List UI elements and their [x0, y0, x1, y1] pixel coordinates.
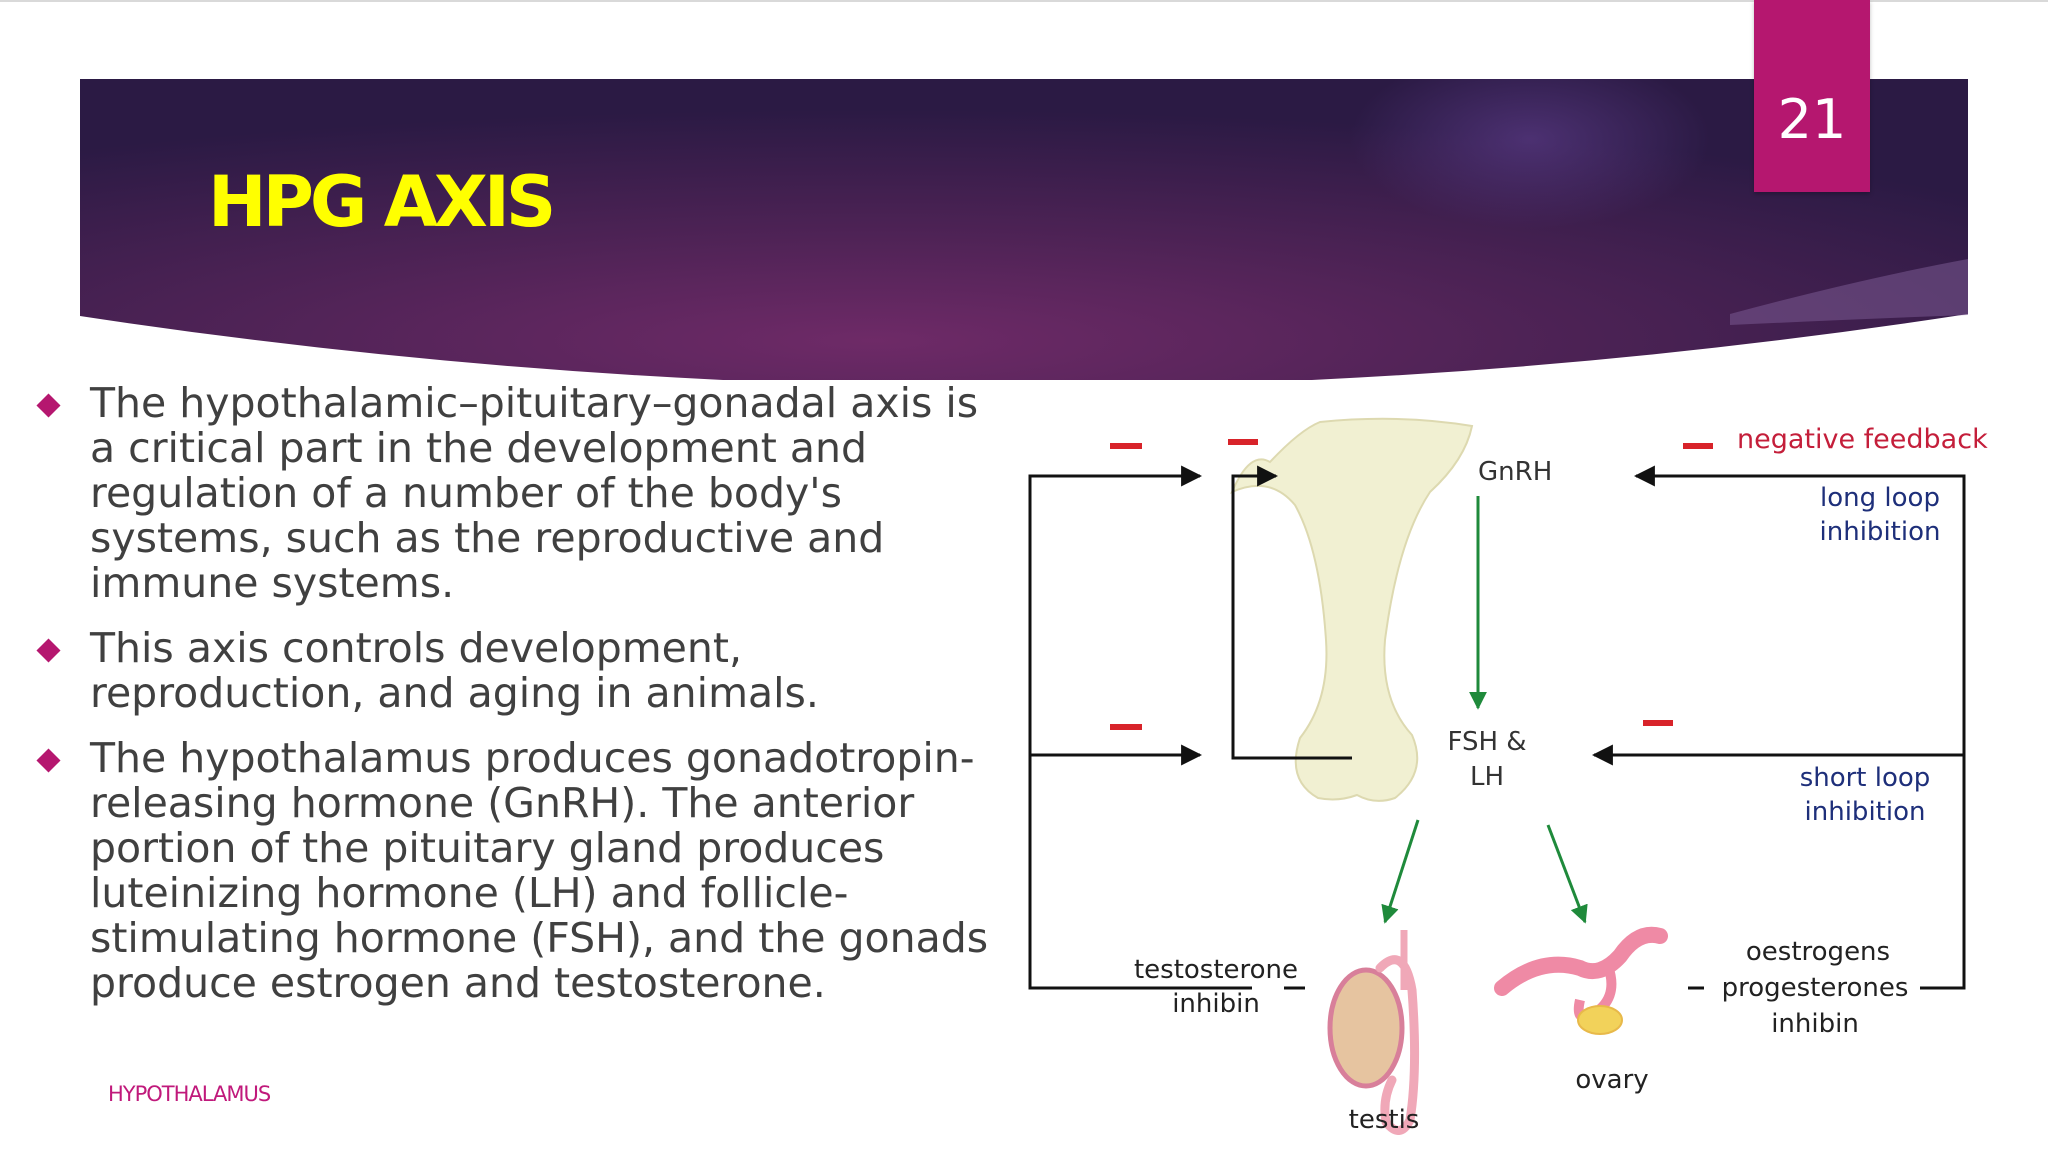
- to-testis-arrow: [1381, 819, 1420, 924]
- short-loop-label-line1: short loop: [1800, 763, 1931, 793]
- oestrogens-label: oestrogens: [1746, 937, 1890, 967]
- short-loop-left-line: [1231, 465, 1352, 760]
- page-number-box: 21: [1754, 0, 1870, 192]
- top-rule: [0, 0, 2048, 2]
- fsh-lh-label-line1: FSH &: [1447, 727, 1526, 757]
- bullet-text: The hypothalamus produces gonadotropin-r…: [90, 734, 989, 1007]
- testis-illustration: [1327, 930, 1420, 1135]
- bullet-item: The hypothalamic–pituitary–gonadal axis …: [30, 381, 1015, 606]
- progesterones-label: progesterones: [1722, 973, 1909, 1003]
- long-loop-right-line: [1633, 465, 1966, 990]
- bullet-list: The hypothalamic–pituitary–gonadal axis …: [30, 381, 1015, 1026]
- footer-label: HYPOTHALAMUS: [108, 1082, 271, 1106]
- title-banner: [80, 79, 1968, 380]
- diamond-bullet-icon: [36, 748, 61, 773]
- fsh-lh-label-line2: LH: [1470, 762, 1504, 792]
- negative-feedback-label: negative feedback: [1737, 424, 1988, 455]
- testosterone-label: testosterone: [1134, 955, 1298, 985]
- bullet-text: This axis controls development, reproduc…: [90, 624, 819, 717]
- gnrh-label: GnRH: [1478, 457, 1552, 487]
- long-loop-label-line1: long loop: [1820, 483, 1940, 513]
- page-number: 21: [1777, 88, 1847, 151]
- bullet-item: This axis controls development, reproduc…: [30, 626, 1015, 716]
- testis-label: testis: [1349, 1105, 1420, 1135]
- diamond-bullet-icon: [36, 393, 61, 418]
- slide-title: HPG AXIS: [208, 161, 556, 243]
- inhibin-left-label: inhibin: [1172, 989, 1260, 1019]
- diamond-bullet-icon: [36, 638, 61, 663]
- bullet-text: The hypothalamic–pituitary–gonadal axis …: [90, 379, 979, 607]
- long-loop-label-line2: inhibition: [1820, 517, 1941, 547]
- long-loop-left-line: [1028, 465, 1252, 990]
- ovary-label: ovary: [1575, 1065, 1648, 1095]
- hpg-axis-diagram: GnRH FSH & LH negative feedback long loo…: [1028, 417, 1988, 1135]
- inhibin-right-label: inhibin: [1771, 1009, 1859, 1039]
- short-loop-label-line2: inhibition: [1805, 797, 1926, 827]
- bullet-item: The hypothalamus produces gonadotropin-r…: [30, 736, 1015, 1006]
- ovary-illustration: [1494, 927, 1668, 1035]
- to-ovary-arrow: [1546, 824, 1588, 924]
